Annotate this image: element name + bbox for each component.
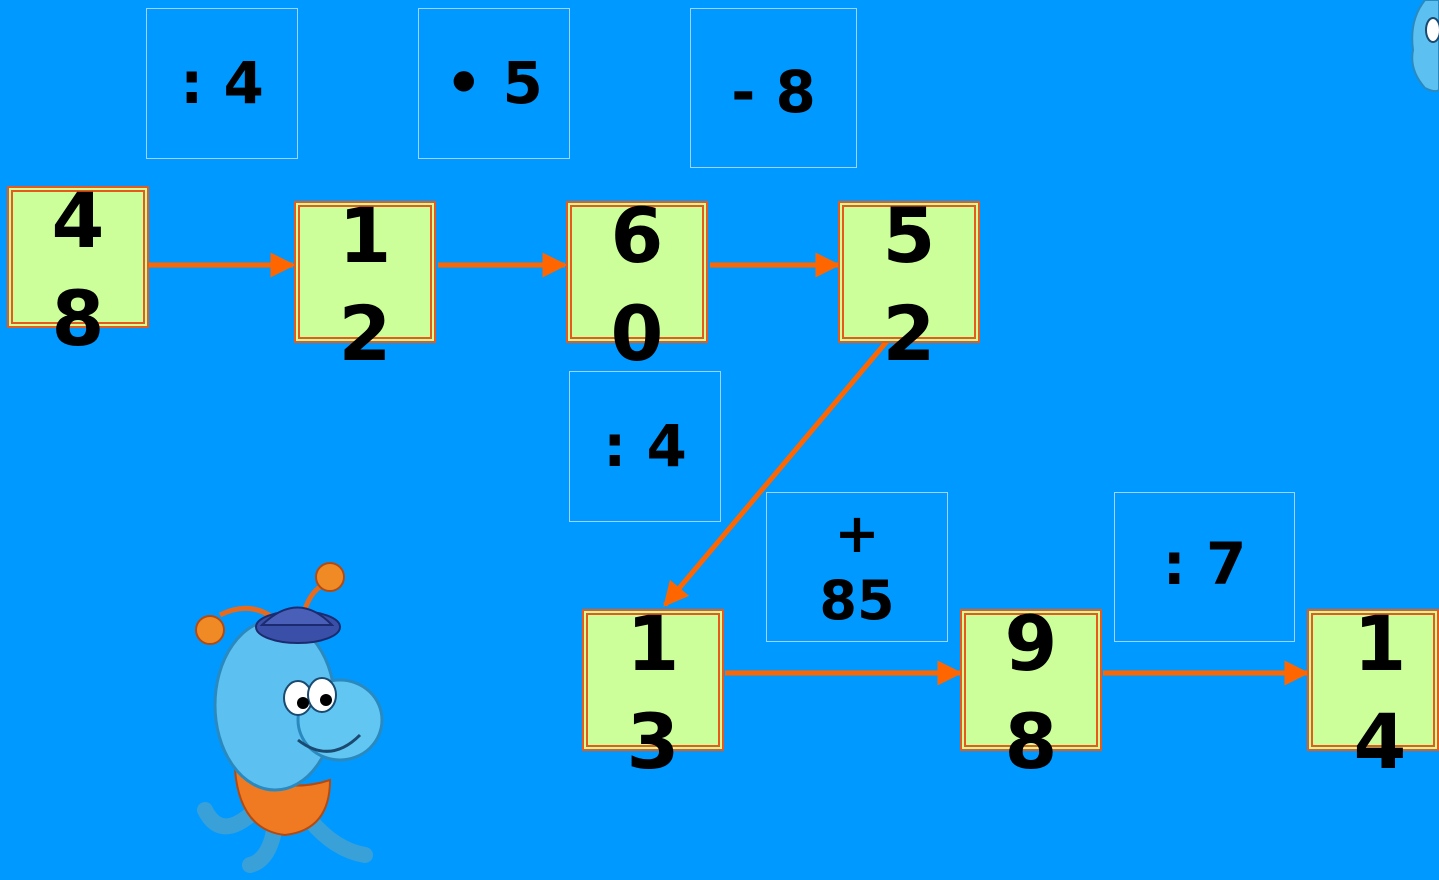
digit: 1 xyxy=(584,593,722,694)
number-box-14: 1 4 xyxy=(1307,609,1439,751)
digit: 4 xyxy=(1309,691,1439,792)
digit: 8 xyxy=(962,691,1100,792)
digit: 0 xyxy=(568,283,706,384)
blue-cartoon-creature-icon xyxy=(180,555,390,880)
digit: 9 xyxy=(962,593,1100,694)
operation-plus-85: + 85 xyxy=(766,492,948,642)
digit: 1 xyxy=(296,185,434,286)
number-box-60: 6 0 xyxy=(566,201,708,343)
operation-divide-4-middle: : 4 xyxy=(569,371,721,522)
digit: 4 xyxy=(9,170,147,271)
number-box-13: 1 3 xyxy=(582,609,724,751)
operation-divide-4-top: : 4 xyxy=(146,8,298,159)
operation-minus-8: - 8 xyxy=(690,8,857,168)
number-box-12: 1 2 xyxy=(294,201,436,343)
digit: 2 xyxy=(296,283,434,384)
blue-creature-peeking-icon xyxy=(1405,0,1439,95)
operation-multiply-5: • 5 xyxy=(418,8,570,159)
digit: 3 xyxy=(584,691,722,792)
digit: 6 xyxy=(568,185,706,286)
number-box-48: 4 8 xyxy=(7,186,149,328)
digit: 5 xyxy=(840,185,978,286)
digit: 1 xyxy=(1309,593,1439,694)
operation-divide-7: : 7 xyxy=(1114,492,1295,642)
number-box-52: 5 2 xyxy=(838,201,980,343)
digit: 2 xyxy=(840,283,978,384)
digit: 8 xyxy=(9,268,147,369)
number-box-98: 9 8 xyxy=(960,609,1102,751)
